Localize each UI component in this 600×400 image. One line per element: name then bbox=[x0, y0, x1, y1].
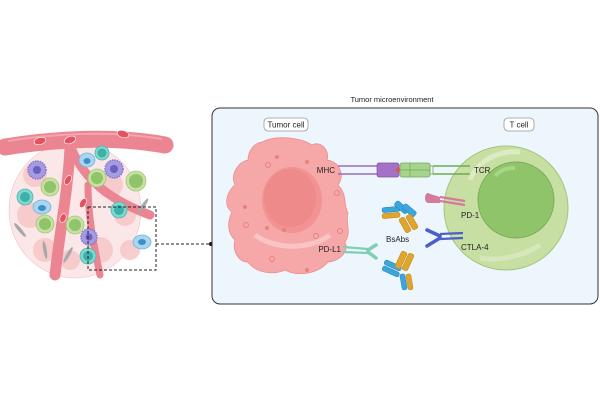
pd1-label: PD-1 bbox=[461, 211, 480, 220]
t-cell bbox=[443, 145, 569, 271]
antigen-peptide bbox=[395, 167, 401, 173]
tumor-cell bbox=[226, 137, 349, 275]
tissue-illustration bbox=[0, 129, 213, 281]
pdl1-label: PD-L1 bbox=[318, 245, 341, 254]
bsabs-label: BsAbs bbox=[386, 235, 409, 244]
zoom-region-box bbox=[87, 206, 157, 271]
t-cell-nucleus bbox=[477, 161, 555, 239]
t-cell-label-box bbox=[503, 117, 535, 132]
blood-vessel bbox=[0, 130, 174, 281]
vessel-highlight bbox=[7, 132, 163, 142]
ctla4-receptor bbox=[425, 228, 464, 248]
bispecific-antibody-top bbox=[381, 200, 419, 233]
pd1-receptor bbox=[425, 193, 466, 207]
mhc-label: MHC bbox=[317, 166, 335, 175]
panel-title: Tumor microenvironment bbox=[350, 95, 434, 104]
fibroblasts bbox=[14, 198, 149, 263]
t-cell-label: T cell bbox=[510, 121, 529, 130]
bispecific-antibody-bottom bbox=[381, 250, 415, 291]
tumor-cell-granules bbox=[243, 155, 343, 272]
green-immune-cells bbox=[35, 168, 147, 235]
tcr-label: TCR bbox=[474, 166, 491, 175]
ctla4-label: CTLA-4 bbox=[461, 243, 489, 252]
mhc-tcr-complex bbox=[338, 162, 470, 178]
pdl1-ligand bbox=[342, 243, 378, 260]
tumor-cell-label-box bbox=[263, 117, 309, 132]
purple-dendritic-cells bbox=[27, 159, 124, 246]
tumor-cell-label: Tumor cell bbox=[267, 121, 304, 130]
macrophage-cells bbox=[32, 152, 152, 250]
red-blood-cells bbox=[33, 129, 130, 223]
